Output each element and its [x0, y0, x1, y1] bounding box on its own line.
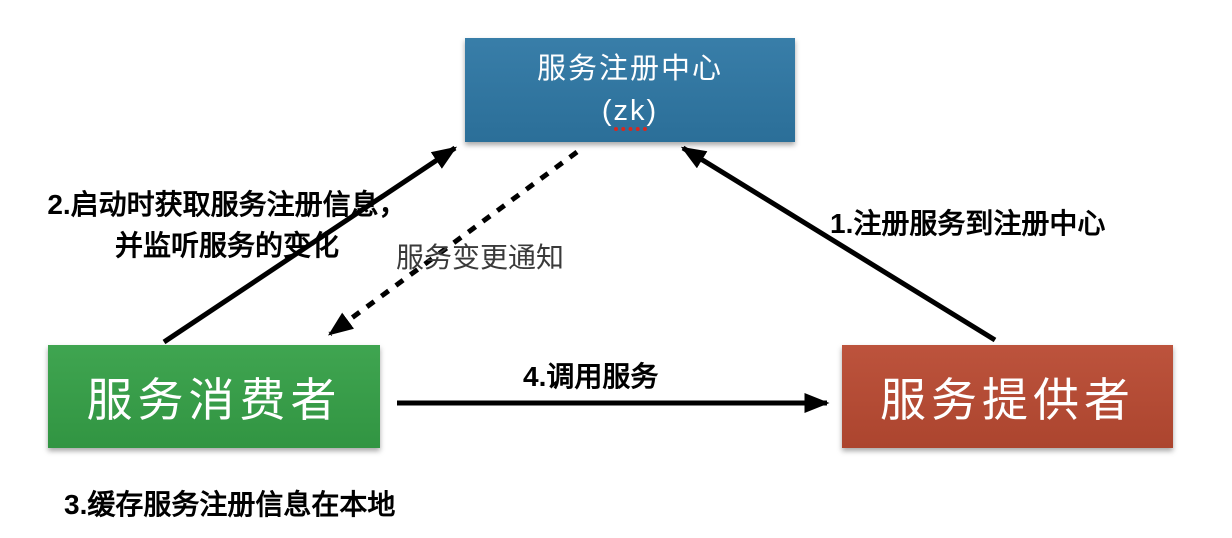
- registry-subtitle: (zk): [602, 90, 658, 132]
- registry-node: 服务注册中心 (zk): [465, 38, 795, 142]
- registry-subtitle-close: ): [646, 95, 659, 127]
- arrow-provider-to-registry: [680, 145, 997, 343]
- consumer-label: 服务消费者: [86, 373, 342, 426]
- provider-label: 服务提供者: [880, 373, 1135, 426]
- step4-label: 4.调用服务: [523, 361, 659, 392]
- step2-label-line1: 2.启动时获取服务注册信息，: [47, 189, 407, 220]
- registry-subtitle-open: (: [601, 95, 614, 127]
- step2-label-line2: 并监听服务的变化: [114, 230, 339, 261]
- step3-label: 3.缓存服务注册信息在本地: [64, 489, 396, 520]
- consumer-node: 服务消费者: [48, 345, 380, 448]
- registry-subtitle-zk: zk: [613, 95, 647, 131]
- notify-label: 服务变更通知: [396, 242, 565, 273]
- step1-label: 1.注册服务到注册中心: [830, 208, 1106, 239]
- provider-node: 服务提供者: [842, 345, 1173, 448]
- registry-title: 服务注册中心: [536, 53, 723, 85]
- step2-label: 2.启动时获取服务注册信息， 并监听服务的变化: [44, 184, 410, 266]
